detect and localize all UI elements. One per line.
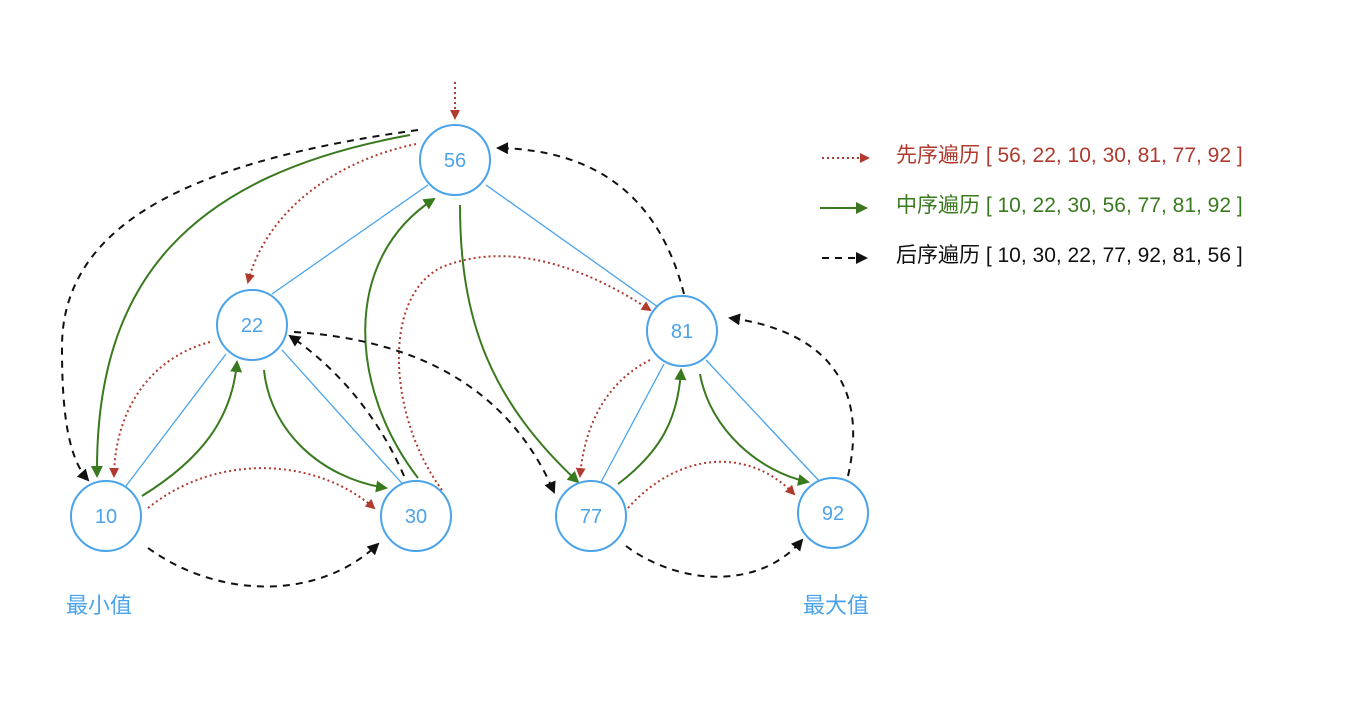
legend-postorder: 后序遍历 [ 10, 30, 22, 77, 92, 81, 56 ] (822, 244, 1243, 267)
postorder-path (60, 129, 855, 588)
postorder-92-81 (728, 313, 855, 477)
node-56: 56 (419, 124, 491, 196)
legend-preorder-text: 先序遍历 [ 56, 22, 10, 30, 81, 77, 92 ] (896, 144, 1243, 167)
preorder-81-77 (575, 359, 651, 478)
inorder-30-56 (364, 197, 436, 479)
node-92: 92 (797, 477, 869, 549)
tree-edges (125, 184, 823, 491)
min-value-label: 最小值 (66, 593, 132, 618)
inorder-81-92 (699, 373, 810, 486)
postorder-56-10 (60, 129, 419, 482)
edge-81-92 (705, 359, 823, 485)
postorder-22-77 (293, 331, 556, 494)
node-10: 10 (70, 480, 142, 552)
node-label-81: 81 (671, 321, 693, 343)
edge-81-77 (599, 363, 665, 485)
preorder-10-30 (147, 467, 376, 510)
node-label-22: 22 (241, 315, 263, 337)
node-22: 22 (216, 289, 288, 361)
max-value-label: 最大值 (803, 593, 869, 618)
legend-inorder-text: 中序遍历 [ 10, 22, 30, 56, 77, 81, 92 ] (896, 194, 1243, 217)
legend-preorder: 先序遍历 [ 56, 22, 10, 30, 81, 77, 92 ] (822, 144, 1243, 167)
postorder-81-56 (496, 142, 685, 295)
edge-22-10 (125, 353, 227, 487)
inorder-path (90, 134, 810, 497)
postorder-10-30 (147, 542, 380, 588)
legend-inorder: 中序遍历 [ 10, 22, 30, 56, 77, 81, 92 ] (820, 194, 1243, 217)
preorder-77-92 (627, 460, 796, 509)
edge-56-22 (271, 184, 429, 295)
legend: 先序遍历 [ 56, 22, 10, 30, 81, 77, 92 ] 中序遍历… (820, 144, 1243, 267)
node-label-92: 92 (822, 503, 844, 525)
node-label-56: 56 (444, 150, 466, 172)
inorder-56-77 (459, 204, 580, 484)
postorder-30-22 (288, 334, 405, 477)
tree-nodes: 56 22 81 10 30 77 92 (70, 124, 869, 552)
node-81: 81 (646, 295, 718, 367)
inorder-56-10 (90, 134, 411, 478)
edge-22-30 (281, 349, 409, 491)
node-label-77: 77 (580, 506, 602, 528)
node-label-30: 30 (405, 506, 427, 528)
inorder-77-81 (617, 368, 687, 485)
node-77: 77 (555, 480, 627, 552)
inorder-22-30 (263, 369, 388, 493)
preorder-path (109, 82, 796, 510)
node-label-10: 10 (95, 506, 117, 528)
preorder-22-10 (109, 341, 211, 478)
inorder-10-22 (141, 360, 243, 497)
edge-56-81 (485, 184, 659, 308)
postorder-77-92 (625, 538, 804, 578)
preorder-30-81 (397, 255, 652, 491)
preorder-56-22 (245, 143, 417, 284)
legend-postorder-text: 后序遍历 [ 10, 30, 22, 77, 92, 81, 56 ] (896, 244, 1243, 267)
node-30: 30 (380, 480, 452, 552)
